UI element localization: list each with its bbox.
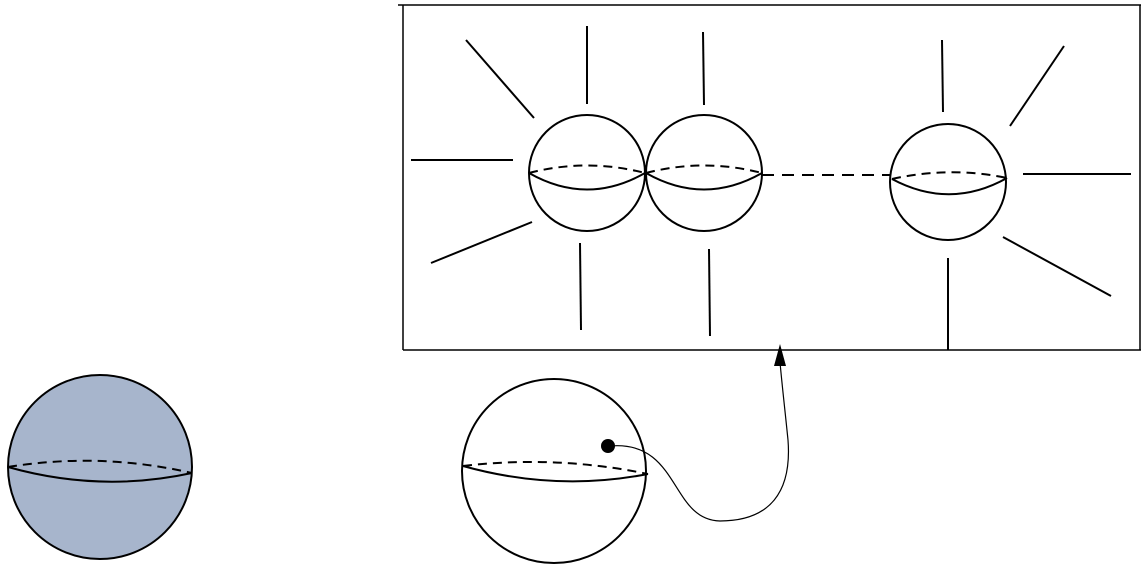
shaded-sphere-equator-back <box>7 459 193 474</box>
chain-sphere-2 <box>645 114 763 232</box>
single-sphere-equator-front <box>462 465 649 483</box>
ray <box>702 31 705 106</box>
rays-middle <box>702 31 711 337</box>
shaded-sphere-equator-front <box>7 466 193 483</box>
chain-sphere-2-body <box>645 114 763 232</box>
strip-frame <box>398 4 1141 351</box>
ray <box>579 242 582 331</box>
rays-right <box>941 39 1131 350</box>
ray <box>465 39 535 119</box>
chain-sphere-3-equator-front <box>891 177 1008 196</box>
chain-sphere-1-body <box>528 114 646 232</box>
rays-left <box>411 26 588 331</box>
chain-sphere-1-equator-front <box>528 172 646 191</box>
ray <box>941 39 944 113</box>
mapping-arrow-head <box>774 344 786 366</box>
chain-sphere-2-equator-front <box>645 172 763 191</box>
single-sphere <box>461 378 649 564</box>
chain-sphere-1 <box>528 114 646 232</box>
mapping-arrow-curve <box>609 361 790 522</box>
chain-sphere-3-body <box>889 123 1007 241</box>
single-sphere-body <box>461 378 647 564</box>
single-sphere-equator-back <box>462 460 649 475</box>
ray <box>1002 236 1112 297</box>
ray <box>1009 45 1065 127</box>
mapping-arrow <box>609 344 790 522</box>
marked-point <box>601 439 615 453</box>
ray <box>708 248 711 337</box>
ray <box>430 221 533 264</box>
shaded-sphere <box>7 374 193 560</box>
chain-sphere-3 <box>889 123 1008 241</box>
